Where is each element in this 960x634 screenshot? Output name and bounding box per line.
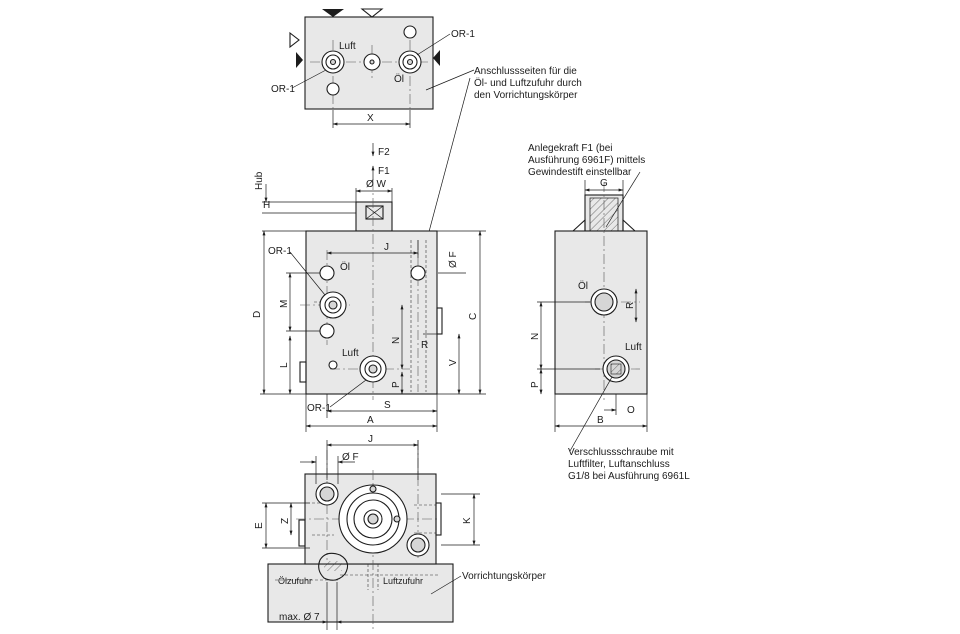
dim-g-label: G xyxy=(600,178,608,189)
fixture-body xyxy=(267,563,454,623)
top-luft-label: Luft xyxy=(339,41,356,52)
callout-verschluss-line1: Verschlussschraube mit xyxy=(568,447,674,458)
side-dim-p-label: P xyxy=(530,381,541,388)
bottom-view: J Ø F E Z K max. Ø 7 Ölzufuhr Luftzufuhr… xyxy=(254,434,547,630)
dim-p-label: P xyxy=(391,381,402,388)
port-marker-top-filled xyxy=(322,9,344,17)
oel-feed-bore xyxy=(318,552,349,581)
top-view: Luft Öl OR-1 OR-1 X xyxy=(271,8,475,128)
front-luft-label: Luft xyxy=(342,348,359,359)
dim-n-label: N xyxy=(391,337,402,344)
side-oel-label: Öl xyxy=(578,280,588,292)
dim-a-label: A xyxy=(367,415,374,426)
callout-anlegekraft-line1: Anlegekraft F1 (bei xyxy=(528,143,613,154)
front-or1-label-top: OR-1 xyxy=(268,246,292,257)
dim-c-label: C xyxy=(468,313,479,320)
bottom-dim-j-label: J xyxy=(368,434,373,445)
dim-max7-label: max. Ø 7 xyxy=(279,612,320,623)
mount-hole xyxy=(326,82,340,96)
side-dim-n-label: N xyxy=(530,333,541,340)
side-dim-r-label: R xyxy=(625,302,636,309)
callout-anlegekraft-line2: Ausführung 6961F) mittels xyxy=(528,155,645,166)
callout-anschluss: Anschlussseiten für die Öl- und Luftzufu… xyxy=(425,66,582,244)
force-f1-label: F1 xyxy=(378,166,390,177)
top-or1-right-label: OR-1 xyxy=(451,29,475,40)
port-marker-left-open xyxy=(289,31,300,49)
oelzufuhr-label: Ölzufuhr xyxy=(278,576,312,586)
dim-h-label: H xyxy=(263,200,270,211)
dim-z-label: Z xyxy=(280,518,291,524)
dim-b-label: B xyxy=(597,415,604,426)
dim-k-label: K xyxy=(462,517,473,524)
callout-anlegekraft-line3: Gewindestift einstellbar xyxy=(528,167,632,178)
callout-anschluss-line3: den Vorrichtungskörper xyxy=(474,90,578,101)
side-luft-label: Luft xyxy=(625,342,642,353)
front-or1-label-bottom: OR-1 xyxy=(307,403,331,414)
bottom-dim-f-label: Ø F xyxy=(342,452,359,463)
dim-o-label: O xyxy=(627,405,635,416)
callout-anlegekraft: Anlegekraft F1 (bei Ausführung 6961F) mi… xyxy=(528,143,645,228)
top-or1-left-label: OR-1 xyxy=(271,84,295,95)
dim-x-label: X xyxy=(367,113,374,124)
callout-vorrichtung: Vorrichtungskörper xyxy=(462,571,547,582)
side-view: G R N P O B Öl Luft xyxy=(530,178,648,432)
callout-verschluss-line2: Luftfilter, Luftanschluss xyxy=(568,459,670,470)
port-marker-right-filled xyxy=(433,50,440,66)
port-marker-top-open xyxy=(360,8,384,18)
dim-w-label: Ø W xyxy=(366,179,387,190)
dim-s-label: S xyxy=(384,400,391,411)
top-oel-label: Öl xyxy=(394,73,404,85)
dim-f-label: Ø F xyxy=(448,251,459,268)
force-f2-label: F2 xyxy=(378,147,390,158)
luftzufuhr-label: Luftzufuhr xyxy=(383,576,423,586)
dim-hub-label: Hub xyxy=(254,171,265,190)
mount-hole xyxy=(410,265,426,281)
callout-verschluss: Verschlussschraube mit Luftfilter, Lufta… xyxy=(568,376,690,482)
mount-hole xyxy=(319,265,335,281)
port-marker-left-filled xyxy=(296,52,303,68)
callout-verschluss-line3: G1/8 bei Ausführung 6961L xyxy=(568,471,690,482)
dim-m-label: M xyxy=(279,300,290,308)
dim-d-label: D xyxy=(252,311,263,318)
dim-e-label: E xyxy=(254,522,265,529)
mount-hole xyxy=(403,25,417,39)
dim-v-label: V xyxy=(448,359,459,366)
dim-j-label: J xyxy=(384,242,389,253)
dim-l-label: L xyxy=(279,362,290,368)
dim-r-label: R xyxy=(421,340,428,351)
mount-hole xyxy=(319,323,335,339)
front-oel-label: Öl xyxy=(340,261,350,273)
callout-anschluss-line2: Öl- und Luftzufuhr durch xyxy=(474,77,582,89)
front-view: F2 F1 Ø W Hub H J Ø F D M L xyxy=(252,143,486,432)
callout-anschluss-line1: Anschlussseiten für die xyxy=(474,66,577,77)
